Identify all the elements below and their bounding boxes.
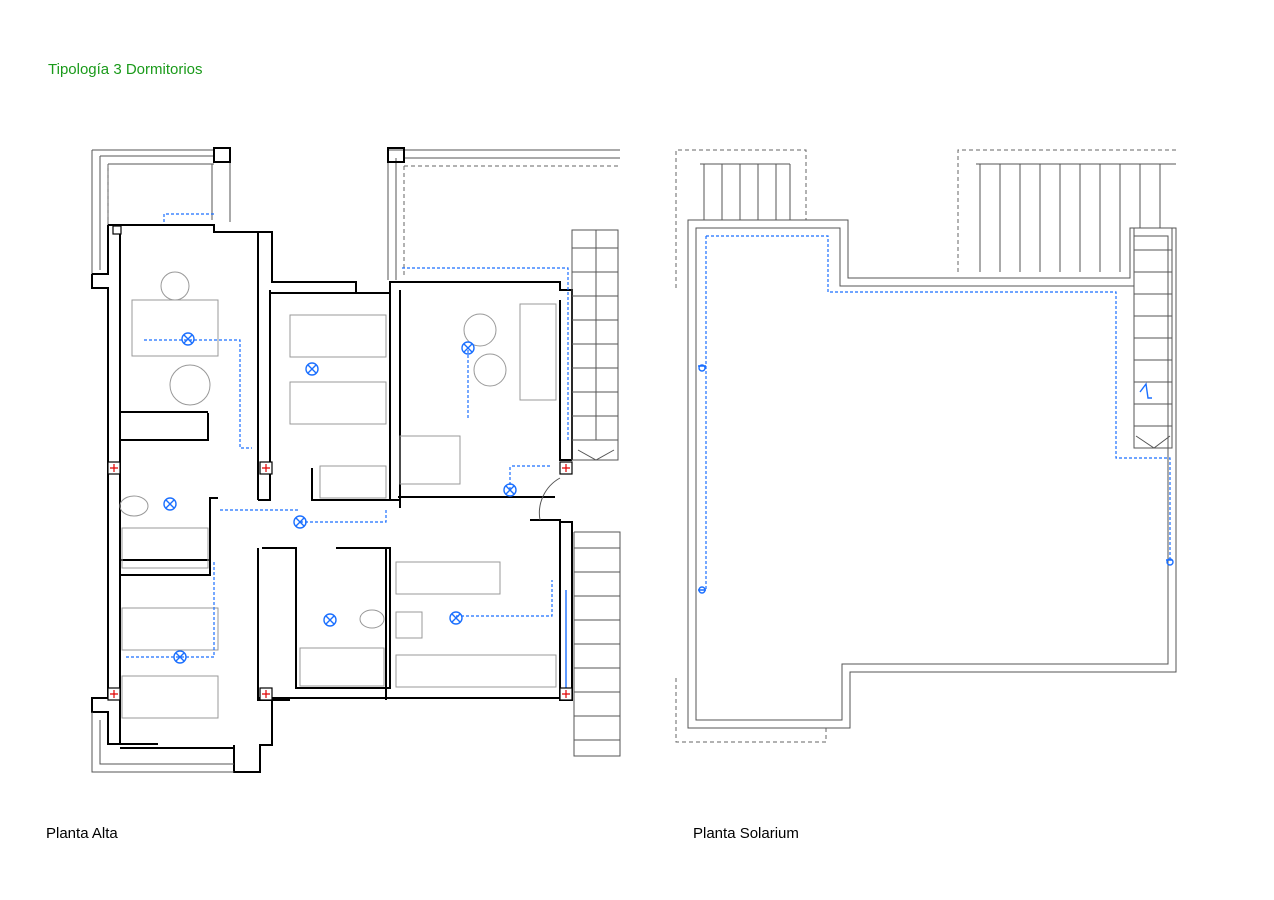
light-fixtures (163, 332, 517, 664)
column-marks (107, 225, 573, 701)
plan-label-planta-solarium: Planta Solarium (693, 825, 799, 842)
furniture (119, 271, 557, 719)
electrical-wiring (126, 213, 569, 690)
roof-outline (687, 219, 1177, 729)
terrace-outlines (91, 147, 620, 280)
solarium-wiring (698, 235, 1174, 594)
stairs (571, 229, 621, 757)
sheet-title: Tipología 3 Dormitorios (48, 61, 203, 78)
solarium-stairs (1133, 227, 1173, 449)
plan-label-planta-alta: Planta Alta (46, 825, 118, 842)
pergola-outlines (675, 149, 1176, 743)
